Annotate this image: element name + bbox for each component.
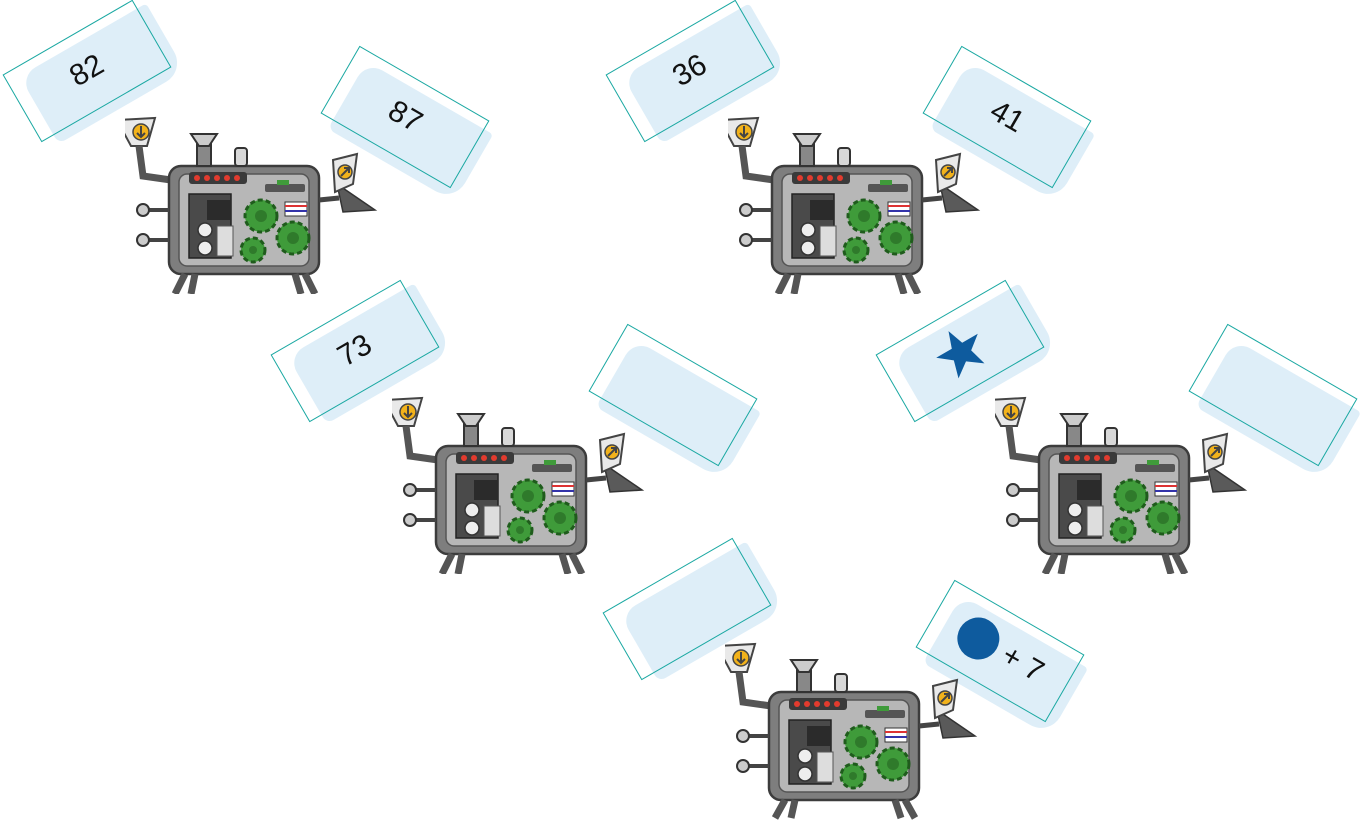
- number-machine-5: [725, 640, 985, 820]
- star-icon: [925, 316, 995, 385]
- machine-illustration: [125, 114, 385, 294]
- output-expression-suffix: + 7: [996, 639, 1050, 690]
- number-machine-2: [728, 114, 988, 294]
- number-machine-4: [995, 394, 1255, 574]
- number-machine-3: [392, 394, 652, 574]
- number-machine-1: [125, 114, 385, 294]
- machine-illustration: [995, 394, 1255, 574]
- input-value: 36: [667, 48, 713, 94]
- machine-illustration: [728, 114, 988, 294]
- machine-illustration: [725, 640, 985, 820]
- machine-illustration: [392, 394, 652, 574]
- input-value: 82: [64, 48, 110, 94]
- output-value: 87: [382, 94, 428, 140]
- input-value: 73: [332, 328, 378, 374]
- output-value: 41: [984, 94, 1030, 140]
